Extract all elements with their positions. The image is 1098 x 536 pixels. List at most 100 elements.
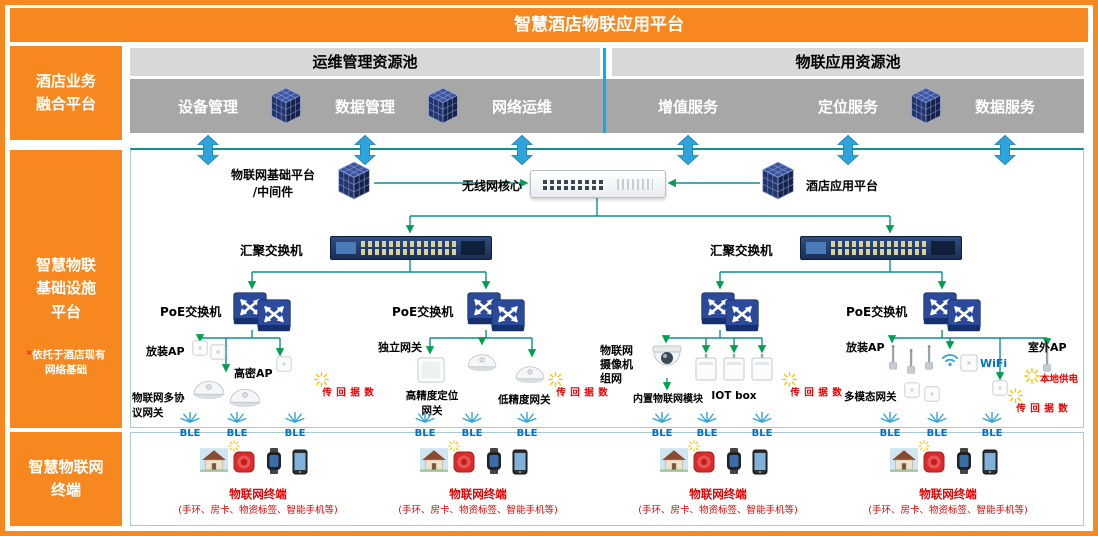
- local-power-label: 本地供电: [1040, 374, 1079, 385]
- signal-burst-icon: [1008, 388, 1023, 403]
- high-precision-gateway-label: 高精度定位 网关: [405, 390, 459, 417]
- outdoor-ap-label: 室外AP: [1028, 341, 1067, 354]
- ble-label: BLE: [284, 428, 306, 439]
- antenna-icon: [922, 344, 936, 372]
- service-data-management: 数据管理: [334, 98, 395, 116]
- ble-marker: BLE: [922, 408, 952, 439]
- terminal-subtitle: (手环、房卡、物资标签、智能手机等): [398, 505, 558, 516]
- double-arrow-icon: [677, 135, 699, 165]
- ble-label: BLE: [461, 428, 483, 439]
- house-icon: [660, 448, 688, 472]
- ble-signal-icon: [283, 409, 307, 423]
- terminal-subtitle: (手环、房卡、物资标签、智能手机等): [178, 505, 338, 516]
- terminal-title: 物联网终端: [689, 487, 747, 501]
- gateway-device-icon: [924, 386, 940, 402]
- ble-marker: BLE: [692, 408, 722, 439]
- iot-box-icon: [694, 354, 718, 382]
- terminal-title: 物联网终端: [449, 487, 507, 501]
- ble-marker: BLE: [647, 408, 677, 439]
- service-location: 定位服务: [817, 98, 878, 116]
- wall-ap-icon: [210, 344, 226, 360]
- cube-icon: [269, 86, 303, 126]
- terminal-subtitle: (手环、房卡、物资标签、智能手机等): [638, 505, 798, 516]
- cube-icon: [426, 86, 460, 126]
- pool-app-title: 物联应用资源池: [612, 48, 1084, 76]
- ble-marker: BLE: [977, 408, 1007, 439]
- data-backhaul-label: 数据回传: [788, 387, 841, 398]
- power-burst-icon: [1024, 368, 1040, 384]
- service-value-added: 增值服务: [657, 98, 718, 116]
- smartphone-icon: [512, 449, 528, 475]
- terminal-layer-box: [130, 432, 1084, 526]
- cube-icon: [909, 86, 943, 126]
- iot-box-icon: [750, 354, 774, 382]
- signal-burst-icon: [782, 372, 797, 387]
- low-precision-gateway-label: 低精度网关: [498, 394, 551, 406]
- sidebar-business-platform-label: 酒店业务 融合平台: [35, 71, 96, 113]
- smart-watch-icon: [724, 448, 744, 474]
- terminal-group: 物联网终端 (手环、房卡、物资标签、智能手机等): [378, 444, 578, 520]
- dome-camera-icon: [650, 344, 684, 376]
- pool-ops-title: 运维管理资源池: [130, 48, 600, 76]
- ceiling-ap-icon: [192, 372, 226, 400]
- sidebar-terminal-layer: 智慧物联网 终端: [10, 432, 122, 526]
- ble-signal-icon: [515, 409, 539, 423]
- antenna-icon: [904, 348, 918, 376]
- ble-label: BLE: [516, 428, 538, 439]
- ble-label: BLE: [414, 428, 436, 439]
- ble-signal-icon: [460, 409, 484, 423]
- poe-switch-icon: [944, 298, 984, 334]
- iot-box-icon: [722, 354, 746, 382]
- service-device-management: 设备管理: [177, 98, 238, 116]
- agg-switch-label: 汇聚交换机: [710, 243, 773, 258]
- wifi-label: WiFi: [980, 357, 1008, 370]
- poe-switch-label: PoE交换机: [392, 305, 454, 319]
- sidebar-business-platform: 酒店业务 融合平台: [10, 46, 122, 140]
- ble-marker: BLE: [747, 408, 777, 439]
- smartphone-icon: [752, 449, 768, 475]
- agg-switch-image: [330, 236, 492, 260]
- ble-marker: BLE: [222, 408, 252, 439]
- terminal-group: 物联网终端 (手环、房卡、物资标签、智能手机等): [158, 444, 358, 520]
- sidebar-terminal-layer-label: 智慧物联网 终端: [28, 457, 104, 499]
- standalone-gateway-label: 独立网关: [378, 341, 422, 354]
- wall-ap-icon: [192, 340, 208, 356]
- ceiling-ap-icon: [466, 346, 498, 372]
- service-network-ops: 网络运维: [491, 98, 552, 116]
- gateway-device-icon: [904, 382, 920, 398]
- poe-switch-label: PoE交换机: [160, 305, 222, 319]
- multi-modal-gateway-label: 多模态网关: [844, 391, 897, 403]
- ble-label: BLE: [879, 428, 901, 439]
- ble-marker: BLE: [175, 408, 205, 439]
- sidebar-infra-platform-label: 智慧物联 基础设施 平台: [35, 256, 96, 321]
- ble-label: BLE: [226, 428, 248, 439]
- service-data-service: 数据服务: [974, 98, 1035, 116]
- pool-divider: [603, 48, 606, 133]
- signal-burst-icon: [314, 372, 329, 387]
- cube-icon: [760, 160, 796, 202]
- ble-label: BLE: [179, 428, 201, 439]
- wall-ap-icon: [276, 356, 292, 372]
- terminal-group: 物联网终端 (手环、房卡、物资标签、智能手机等): [848, 444, 1048, 520]
- terminal-title: 物联网终端: [919, 487, 977, 501]
- sos-button-icon: [232, 450, 256, 474]
- poe-switch-icon: [488, 298, 528, 334]
- ble-marker: BLE: [512, 408, 542, 439]
- data-backhaul-label: 数据回传: [554, 387, 607, 398]
- terminal-group: 物联网终端 (手环、房卡、物资标签、智能手机等): [618, 444, 818, 520]
- cube-icon: [336, 160, 372, 202]
- smartphone-icon: [982, 449, 998, 475]
- sos-button-icon: [692, 450, 716, 474]
- sos-button-icon: [922, 450, 946, 474]
- terminal-subtitle: (手环、房卡、物资标签、智能手机等): [868, 505, 1028, 516]
- ble-marker: BLE: [875, 408, 905, 439]
- core-switch-image: [530, 170, 666, 198]
- high-density-ap-label: 高密AP: [234, 367, 273, 380]
- ble-label: BLE: [981, 428, 1003, 439]
- antenna-icon: [886, 344, 900, 372]
- ble-signal-icon: [413, 409, 437, 423]
- poe-switch-icon: [722, 298, 762, 334]
- sidebar-infra-platform: 智慧物联 基础设施 平台 *依托于酒店现有 网络基础: [10, 150, 122, 428]
- agg-switch-label: 汇聚交换机: [240, 243, 303, 258]
